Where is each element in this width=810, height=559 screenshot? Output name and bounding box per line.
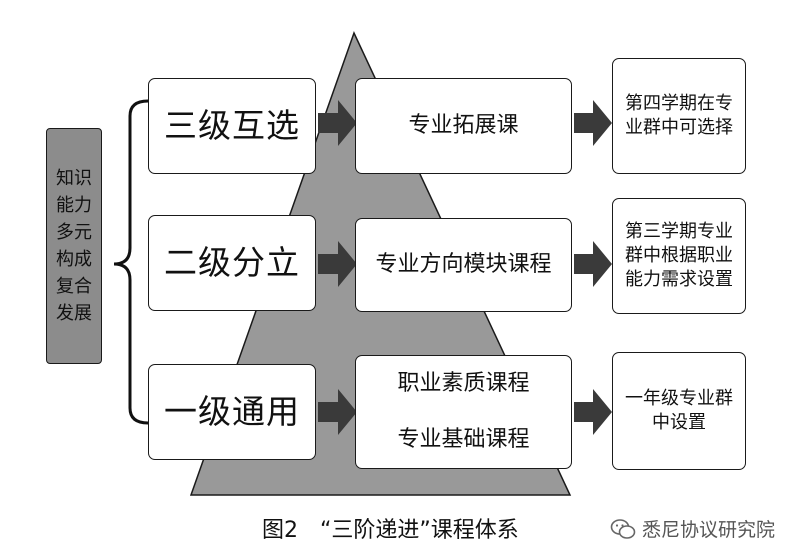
course-box-2: 专业方向模块课程 <box>355 218 572 312</box>
arrow-level2-to-course <box>318 241 357 287</box>
level-box-3: 三级互选 <box>148 78 316 174</box>
arrow-course2-to-desc <box>574 241 612 287</box>
wechat-icon <box>610 518 636 539</box>
desc-text-1: 一年级专业群 中设置 <box>625 387 733 433</box>
course-label-expansion: 专业拓展课 <box>408 113 519 139</box>
figure-caption: 图2 “三阶递进”课程体系 <box>262 518 519 543</box>
watermark: 悉尼协议研究院 <box>610 515 775 542</box>
course-label-direction-module: 专业方向模块课程 <box>375 252 552 278</box>
level-box-2: 二级分立 <box>148 215 316 311</box>
desc-box-2: 第三学期专业 群中根据职业 能力需求设置 <box>612 198 746 314</box>
level-box-1: 一级通用 <box>148 364 316 460</box>
arrow-course1-to-desc <box>574 389 612 435</box>
desc-box-1: 一年级专业群 中设置 <box>612 352 746 470</box>
level-label-1: 一级通用 <box>164 391 300 431</box>
desc-text-3: 第四学期在专 业群中可选择 <box>625 92 733 138</box>
side-label-text: 知识 能力 多元 构成 复合 发展 <box>56 168 92 324</box>
course-label-professional-foundation: 专业基础课程 <box>397 427 530 452</box>
course-box-3: 专业拓展课 <box>355 78 572 174</box>
course-label-vocational-quality: 职业素质课程 <box>397 371 530 397</box>
desc-box-3: 第四学期在专 业群中可选择 <box>612 58 746 174</box>
arrow-level1-to-course <box>318 389 357 435</box>
side-label-box: 知识 能力 多元 构成 复合 发展 <box>46 128 102 364</box>
level-label-2: 二级分立 <box>164 242 300 282</box>
course-box-1: 职业素质课程 专业基础课程 <box>355 355 572 469</box>
arrow-level3-to-course <box>318 100 357 146</box>
watermark-text: 悉尼协议研究院 <box>642 519 776 541</box>
left-brace <box>113 99 149 425</box>
desc-text-2: 第三学期专业 群中根据职业 能力需求设置 <box>625 220 733 291</box>
level-label-3: 三级互选 <box>164 105 300 145</box>
arrow-course3-to-desc <box>574 100 612 146</box>
